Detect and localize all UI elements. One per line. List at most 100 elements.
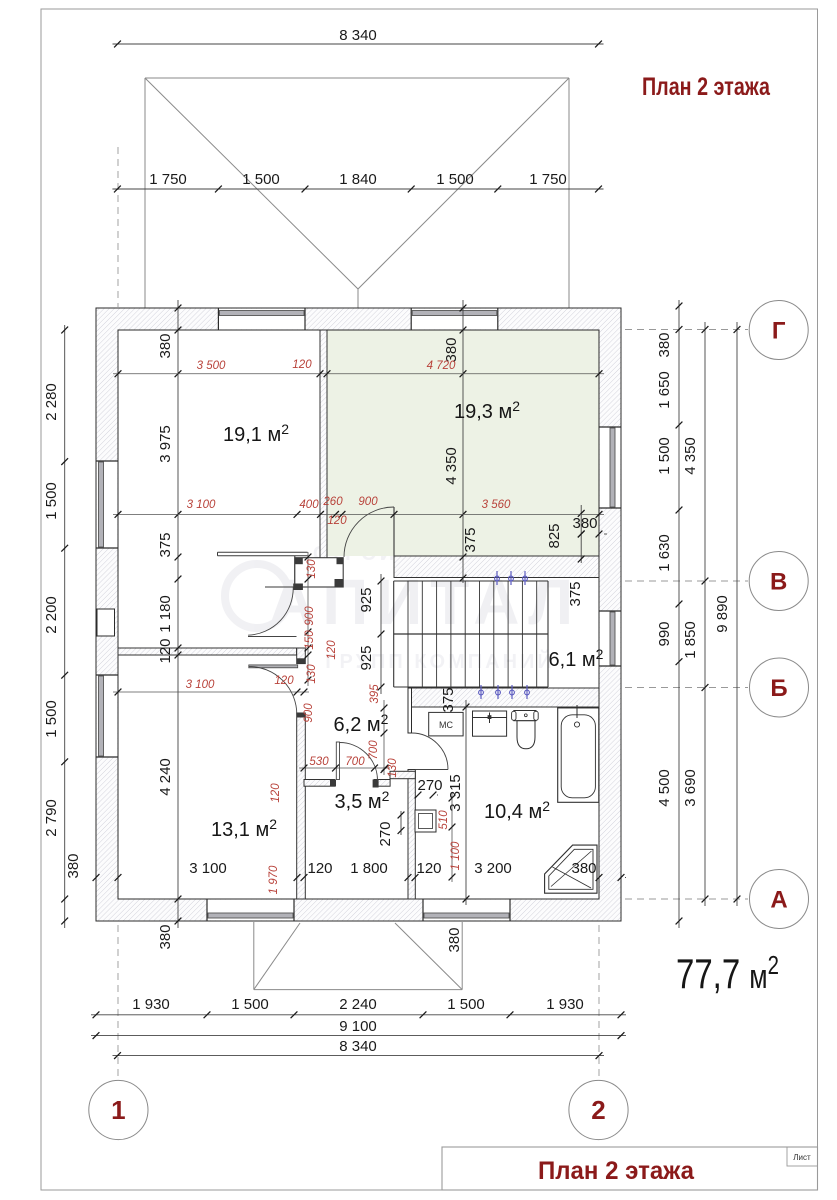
- svg-text:В: В: [770, 568, 787, 595]
- svg-text:3 100: 3 100: [186, 679, 215, 691]
- svg-text:3 690: 3 690: [682, 769, 699, 807]
- svg-text:925: 925: [358, 587, 375, 612]
- svg-text:3 500: 3 500: [197, 360, 226, 372]
- svg-text:Г: Г: [772, 317, 786, 344]
- svg-text:77,7 м2: 77,7 м2: [676, 950, 779, 997]
- svg-text:380: 380: [572, 515, 597, 532]
- svg-text:130: 130: [306, 664, 318, 684]
- svg-text:1 500: 1 500: [43, 482, 60, 520]
- svg-text:8 340: 8 340: [339, 27, 377, 44]
- svg-text:375: 375: [440, 687, 457, 712]
- svg-text:120: 120: [157, 638, 174, 663]
- svg-text:13,1 м2: 13,1 м2: [211, 816, 277, 841]
- svg-text:1 500: 1 500: [656, 437, 673, 475]
- svg-text:План 2 этажа: План 2 этажа: [538, 1157, 695, 1185]
- svg-text:1 180: 1 180: [157, 595, 174, 633]
- svg-text:825: 825: [546, 523, 563, 548]
- svg-text:1 630: 1 630: [656, 534, 673, 572]
- svg-text:380: 380: [157, 924, 174, 949]
- svg-text:4 240: 4 240: [157, 758, 174, 796]
- svg-text:130: 130: [306, 559, 318, 579]
- svg-text:3,5 м2: 3,5 м2: [335, 788, 390, 813]
- svg-text:9 890: 9 890: [714, 595, 731, 633]
- svg-text:120: 120: [327, 515, 347, 527]
- svg-text:380: 380: [446, 927, 463, 952]
- svg-text:900: 900: [358, 496, 378, 508]
- svg-text:700: 700: [368, 740, 380, 760]
- svg-text:120: 120: [416, 860, 441, 877]
- svg-text:10,4 м2: 10,4 м2: [484, 798, 550, 823]
- svg-text:510: 510: [438, 810, 450, 830]
- svg-text:990: 990: [656, 621, 673, 646]
- svg-text:1 930: 1 930: [132, 996, 170, 1013]
- svg-text:1 970: 1 970: [268, 865, 280, 894]
- svg-text:1 100: 1 100: [450, 841, 462, 870]
- svg-text:2 200: 2 200: [43, 596, 60, 634]
- svg-text:6,2 м2: 6,2 м2: [334, 711, 389, 736]
- svg-text:1 650: 1 650: [656, 371, 673, 409]
- svg-text:ГРУПП КОМПАНИЙ: ГРУПП КОМПАНИЙ: [325, 649, 555, 673]
- svg-text:4 500: 4 500: [656, 769, 673, 807]
- svg-text:3 975: 3 975: [157, 425, 174, 463]
- svg-text:3 560: 3 560: [482, 499, 511, 511]
- svg-text:375: 375: [462, 527, 479, 552]
- svg-text:19,3 м2: 19,3 м2: [454, 398, 520, 423]
- svg-text:400: 400: [299, 499, 319, 511]
- svg-text:2: 2: [591, 1095, 605, 1125]
- svg-text:900: 900: [304, 606, 316, 626]
- svg-text:9 100: 9 100: [339, 1018, 377, 1035]
- svg-text:1 500: 1 500: [447, 996, 485, 1013]
- svg-text:1 500: 1 500: [231, 996, 269, 1013]
- svg-text:1 750: 1 750: [529, 171, 567, 188]
- svg-text:Лист: Лист: [793, 1153, 811, 1162]
- svg-text:1 750: 1 750: [149, 171, 187, 188]
- svg-text:1 850: 1 850: [682, 621, 699, 659]
- svg-text:120: 120: [292, 359, 312, 371]
- svg-text:Б: Б: [770, 675, 787, 702]
- svg-text:120: 120: [307, 860, 332, 877]
- svg-text:380: 380: [157, 333, 174, 358]
- svg-text:1 500: 1 500: [43, 700, 60, 738]
- svg-text:8 340: 8 340: [339, 1038, 377, 1055]
- svg-text:3 100: 3 100: [187, 499, 216, 511]
- svg-text:395: 395: [369, 684, 381, 704]
- svg-text:4 350: 4 350: [682, 437, 699, 475]
- svg-text:А: А: [770, 886, 787, 913]
- svg-text:150: 150: [304, 630, 316, 650]
- svg-text:380: 380: [656, 332, 673, 357]
- svg-text:380: 380: [571, 860, 596, 877]
- svg-text:900: 900: [303, 703, 315, 723]
- svg-text:1 500: 1 500: [242, 171, 280, 188]
- svg-text:1 500: 1 500: [436, 171, 474, 188]
- svg-text:1 930: 1 930: [546, 996, 584, 1013]
- svg-text:530: 530: [309, 756, 329, 768]
- svg-text:380: 380: [443, 337, 460, 362]
- svg-text:130: 130: [387, 758, 399, 778]
- svg-text:1 800: 1 800: [350, 860, 388, 877]
- svg-text:375: 375: [567, 581, 584, 606]
- svg-text:375: 375: [157, 532, 174, 557]
- svg-text:3 315: 3 315: [447, 774, 464, 812]
- svg-text:270: 270: [417, 777, 442, 794]
- svg-text:2 240: 2 240: [339, 996, 377, 1013]
- svg-text:4 350: 4 350: [443, 447, 460, 485]
- svg-text:120: 120: [270, 783, 282, 803]
- svg-text:270: 270: [377, 821, 394, 846]
- svg-text:120: 120: [326, 640, 338, 660]
- svg-text:260: 260: [322, 496, 343, 508]
- svg-text:МС: МС: [439, 720, 453, 730]
- svg-text:120: 120: [274, 675, 294, 687]
- svg-text:План 2 этажа: План 2 этажа: [642, 73, 771, 101]
- svg-text:1: 1: [111, 1095, 125, 1125]
- svg-text:925: 925: [358, 645, 375, 670]
- svg-text:3 100: 3 100: [189, 860, 227, 877]
- svg-text:19,1 м2: 19,1 м2: [223, 421, 289, 446]
- svg-text:700: 700: [345, 756, 365, 768]
- svg-text:4 720: 4 720: [427, 360, 456, 372]
- svg-text:2 280: 2 280: [43, 383, 60, 421]
- svg-text:3 200: 3 200: [474, 860, 512, 877]
- svg-text:380: 380: [65, 853, 82, 878]
- svg-text:2 790: 2 790: [43, 799, 60, 837]
- svg-text:6,1 м2: 6,1 м2: [549, 646, 604, 671]
- svg-text:1 840: 1 840: [339, 171, 377, 188]
